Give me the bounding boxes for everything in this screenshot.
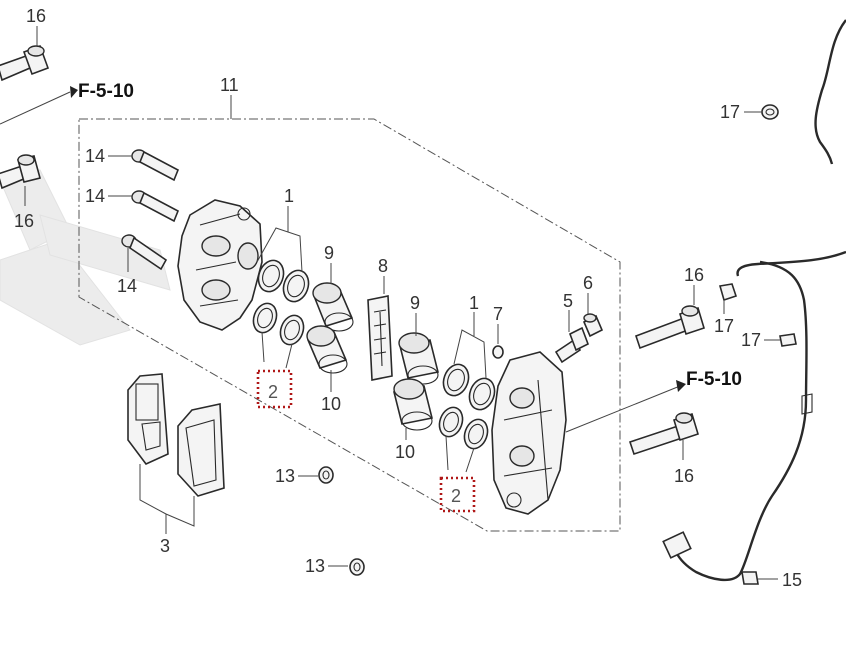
callout-17-top[interactable]: 17 xyxy=(720,102,740,122)
watermark-logo xyxy=(0,169,171,346)
callout-16-top[interactable]: 16 xyxy=(26,6,46,26)
caliper-left-half-part xyxy=(177,199,263,331)
bolt-16-right-part xyxy=(634,305,705,350)
callout-14-b[interactable]: 14 xyxy=(85,186,105,206)
bolt-14-c-part xyxy=(121,234,168,271)
highlight-box-seal-2-right xyxy=(439,476,476,513)
callout-11[interactable]: 11 xyxy=(220,75,239,95)
callout-13-b[interactable]: 13 xyxy=(305,556,325,576)
nut-13-b-part xyxy=(349,558,365,576)
piston-10-left-part xyxy=(306,325,348,374)
callout-6[interactable]: 6 xyxy=(583,273,593,293)
callout-3[interactable]: 3 xyxy=(160,536,170,556)
cap-6-part xyxy=(582,313,604,338)
spring-plate-8-part xyxy=(367,295,393,381)
callout-1-left[interactable]: 1 xyxy=(284,186,294,206)
seal-1-left-part xyxy=(257,259,310,303)
seal-1-right-part xyxy=(442,363,496,411)
callout-15[interactable]: 15 xyxy=(782,570,802,590)
washer-7-part xyxy=(492,345,504,359)
bolt-16-top-part xyxy=(0,44,50,82)
callout-2-left[interactable]: 2 xyxy=(268,382,278,402)
callout-14-c[interactable]: 14 xyxy=(117,276,137,296)
bolt-14-b-part xyxy=(131,190,180,223)
callout-9-left[interactable]: 9 xyxy=(324,243,334,263)
piston-9-right-part xyxy=(398,332,439,385)
callout-7[interactable]: 7 xyxy=(493,304,503,324)
callout-17-right[interactable]: 17 xyxy=(741,330,761,350)
piston-10-right-part xyxy=(393,378,433,431)
reference-f-5-10-right[interactable]: F-5-10 xyxy=(686,369,742,390)
sensor-cable-part xyxy=(662,19,846,582)
clamp-17-top-part xyxy=(761,104,779,120)
bolt-16-lower-right-part xyxy=(628,412,699,456)
bolt-14-a-part xyxy=(131,149,180,182)
nut-13-a-part xyxy=(318,466,334,484)
callout-2-right[interactable]: 2 xyxy=(451,486,461,506)
callout-8[interactable]: 8 xyxy=(378,256,388,276)
seal-2-left-part xyxy=(252,302,305,346)
callout-16-left[interactable]: 16 xyxy=(14,211,34,231)
seal-2-right-part xyxy=(438,406,489,450)
caliper-assembly-outline xyxy=(78,118,621,532)
callout-17-mid[interactable]: 17 xyxy=(714,316,734,336)
piston-9-left-part xyxy=(312,282,354,332)
callout-16-right[interactable]: 16 xyxy=(684,265,704,285)
clamp-17-mid-part xyxy=(718,283,738,302)
bolt-16-left-part xyxy=(0,154,41,190)
sensor-bolt-15-part xyxy=(741,571,759,585)
brake-pad-rear-part xyxy=(177,403,225,497)
brake-pad-front-part xyxy=(127,373,169,465)
callout-9-right[interactable]: 9 xyxy=(410,293,420,313)
highlight-box-seal-2-left xyxy=(256,369,293,409)
callout-16-lower-right[interactable]: 16 xyxy=(674,466,694,486)
callout-5[interactable]: 5 xyxy=(563,291,573,311)
callout-13-a[interactable]: 13 xyxy=(275,466,295,486)
caliper-right-half-part xyxy=(491,351,567,515)
bleeder-5-part xyxy=(554,326,590,364)
callout-10-right[interactable]: 10 xyxy=(395,442,415,462)
callout-14-a[interactable]: 14 xyxy=(85,146,105,166)
reference-f-5-10-left[interactable]: F-5-10 xyxy=(78,81,134,102)
callout-1-right[interactable]: 1 xyxy=(469,293,479,313)
clamp-17-right-part xyxy=(779,333,797,347)
callout-10-left[interactable]: 10 xyxy=(321,394,341,414)
